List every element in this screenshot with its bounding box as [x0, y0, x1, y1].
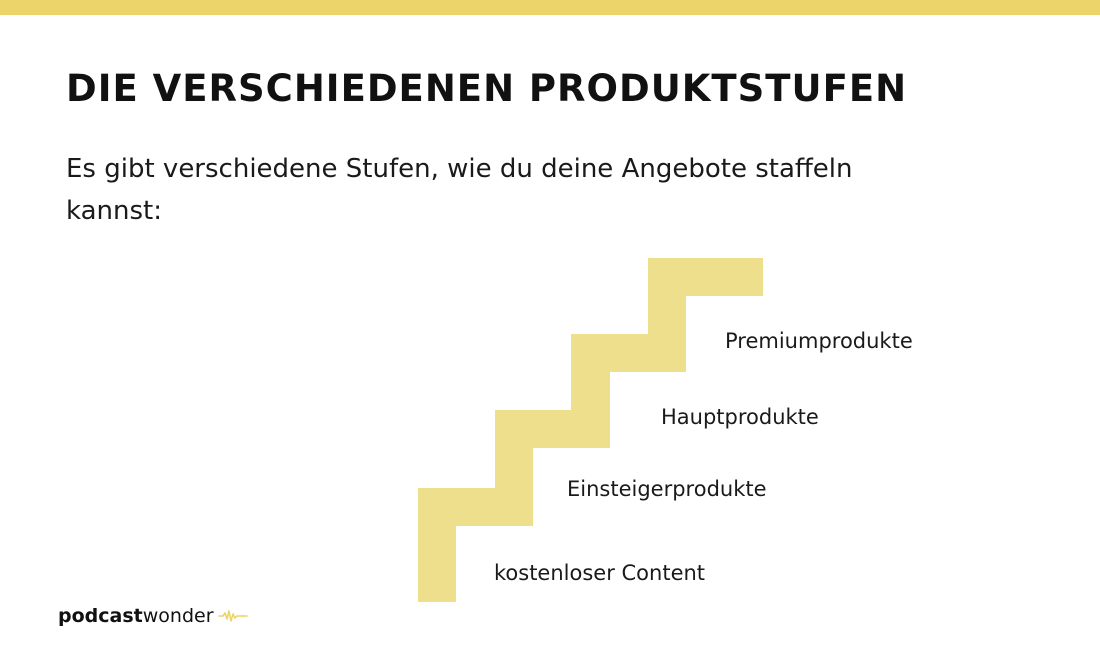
step-label-free-content: kostenloser Content — [494, 561, 706, 585]
page-title: DIE VERSCHIEDENEN PRODUKTSTUFEN — [66, 67, 908, 110]
step-label-main-products: Hauptprodukte — [661, 405, 819, 429]
logo-text-wonder: wonder — [142, 605, 214, 627]
step-label-premium-products: Premiumprodukte — [725, 329, 913, 353]
top-accent-bar — [0, 0, 1100, 15]
waveform-icon — [217, 610, 248, 622]
staircase-shape — [418, 258, 763, 602]
intro-text: Es gibt verschiedene Stufen, wie du dein… — [66, 154, 853, 226]
step-label-entry-products: Einsteigerprodukte — [567, 477, 767, 501]
logo-text-podcast: podcast — [58, 605, 143, 627]
